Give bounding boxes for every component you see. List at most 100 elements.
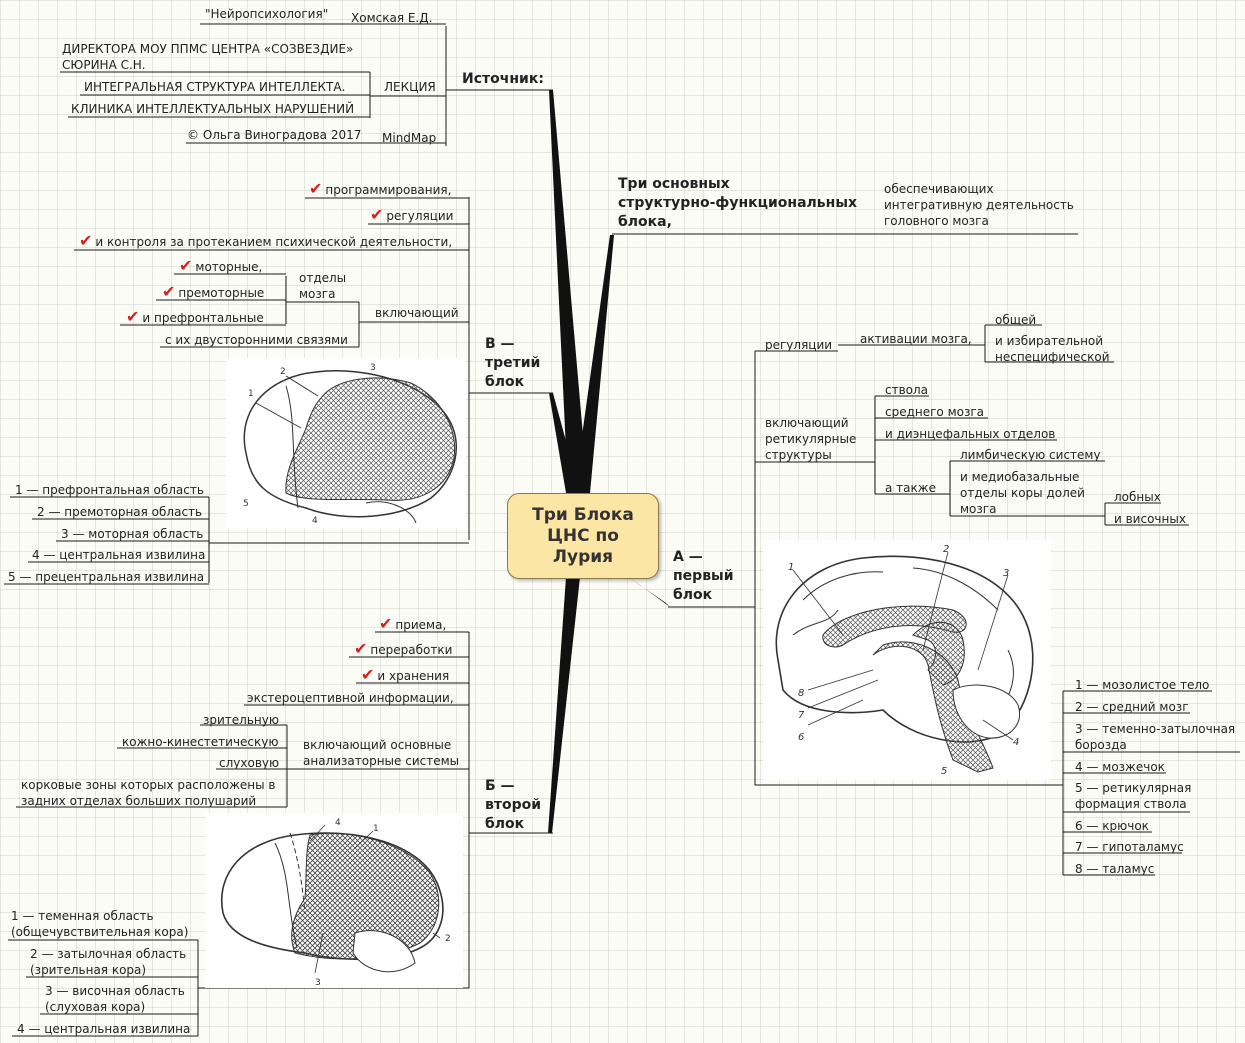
main-branches: [548, 90, 670, 833]
three-blocks-desc-line1[interactable]: обеспечивающих: [884, 182, 994, 196]
block-a-mediobasal-line1[interactable]: и медиобазальные: [960, 470, 1080, 484]
block-b-storage[interactable]: ✔и хранения: [361, 667, 449, 684]
check-icon: ✔: [354, 639, 368, 658]
block-c-premotor[interactable]: ✔премоторные: [162, 284, 264, 301]
block-c-regulation[interactable]: ✔регуляции: [370, 207, 453, 224]
block-b-reception[interactable]: ✔приема,: [379, 616, 446, 633]
block-c-prefrontal[interactable]: ✔и префронтальные: [126, 309, 264, 326]
check-icon: ✔: [370, 205, 384, 224]
block-a-mediobasal-line2: отделы коры долей: [960, 486, 1085, 500]
fig-number: 8: [798, 688, 804, 699]
block-b-legend-1[interactable]: 1 — теменная область: [11, 909, 154, 923]
source-clinic[interactable]: КЛИНИКА ИНТЕЛЛЕКТУАЛЬНЫХ НАРУШЕНИЙ: [71, 102, 355, 116]
source-homskaya[interactable]: Хомская Е.Д.: [351, 11, 433, 25]
block-b-title-line1[interactable]: Б —: [485, 778, 515, 794]
fig-number: 4: [1013, 737, 1019, 748]
block-a-selective-line1[interactable]: и избирательной: [995, 334, 1104, 348]
block-a-mediobasal-line3: мозга: [960, 502, 997, 516]
block-a-legend-1[interactable]: 1 — мозолистое тело: [1075, 678, 1210, 692]
block-a-general[interactable]: общей: [995, 313, 1037, 327]
central-topic-line: ЦНС по: [547, 525, 619, 546]
block-b-legend-3[interactable]: 3 — височная область: [45, 984, 185, 998]
block-a-midbrain[interactable]: среднего мозга: [885, 405, 985, 419]
source-lecture[interactable]: ЛЕКЦИЯ: [384, 80, 436, 94]
block-c-motor[interactable]: ✔моторные,: [179, 258, 262, 275]
block-c-programming[interactable]: ✔программирования,: [309, 181, 451, 198]
block-a-legend-3b: борозда: [1075, 738, 1127, 752]
source-mindmap[interactable]: MindMap: [382, 131, 437, 145]
source-director-line1[interactable]: ДИРЕКТОРА МОУ ППМС ЦЕНТРА «СОЗВЕЗДИЕ»: [62, 42, 354, 56]
block-a-including-line1[interactable]: включающий: [765, 416, 849, 430]
block-c-legend-4[interactable]: 4 — центральная извилина: [32, 548, 206, 562]
block-c-legend-1[interactable]: 1 — префронтальная область: [15, 483, 204, 497]
source-neuropsychology[interactable]: "Нейропсихология": [205, 7, 329, 21]
fig-number: 7: [798, 710, 805, 721]
block-c-premotor-label: премоторные: [178, 286, 265, 300]
fig-number: 5: [941, 766, 947, 777]
check-icon: ✔: [126, 307, 140, 326]
block-b-skin[interactable]: кожно-кинестетическую: [122, 735, 279, 749]
block-c-legend-5[interactable]: 5 — прецентральная извилина: [8, 570, 205, 584]
block-a-stem[interactable]: ствола: [885, 383, 929, 397]
block-b-extero[interactable]: экстероцептивной информации,: [247, 691, 454, 705]
block-c-legend-3[interactable]: 3 — моторная область: [61, 527, 204, 541]
block-a-legend-4[interactable]: 4 — мозжечок: [1075, 760, 1165, 774]
block-a-regulation[interactable]: регуляции: [765, 338, 833, 352]
fig-number: 3: [315, 978, 321, 988]
block-a-legend-6[interactable]: 6 — крючок: [1075, 819, 1149, 833]
block-b-visual[interactable]: зрительную: [203, 713, 279, 727]
block-b-legend-2[interactable]: 2 — затылочная область: [30, 947, 187, 961]
block-c-title-line2: третий: [485, 355, 541, 371]
fig-number: 4: [335, 818, 341, 828]
block-a-limbic[interactable]: лимбическую систему: [960, 448, 1101, 462]
block-a-legend-2[interactable]: 2 — средний мозг: [1075, 700, 1189, 714]
block-c-control[interactable]: ✔и контроля за протеканием психической д…: [79, 233, 452, 250]
block-a-legend-5[interactable]: 5 — ретикулярная: [1075, 781, 1192, 795]
block-c-departments-line1[interactable]: отделы: [299, 271, 347, 285]
block-a-including-line3: структуры: [765, 448, 832, 462]
block-c-including[interactable]: включающий: [375, 306, 459, 320]
block-a-legend-5b: формация ствола: [1075, 797, 1187, 811]
fig-number: 6: [798, 732, 804, 743]
source-copyright[interactable]: © Ольга Виноградова 2017: [187, 128, 362, 142]
three-blocks-title-line1[interactable]: Три основных: [618, 176, 730, 192]
block-a-frontal[interactable]: лобных: [1114, 490, 1161, 504]
block-b-processing-label: переработки: [370, 643, 453, 657]
block-a-selective-line2: неспецифической: [995, 350, 1110, 364]
fig-number: 2: [280, 367, 286, 377]
block-b-auditory[interactable]: слуховую: [219, 756, 280, 770]
block-a-also[interactable]: а также: [885, 481, 936, 495]
check-icon: ✔: [179, 256, 193, 275]
fig-number: 1: [788, 562, 794, 573]
block-c-legend-2[interactable]: 2 — премоторная область: [37, 505, 203, 519]
three-blocks-title-line3: блока,: [618, 214, 672, 230]
block-b-processing[interactable]: ✔переработки: [354, 641, 452, 658]
posterior-brain-image: 1 2 3 4: [205, 813, 463, 988]
block-a-temporal[interactable]: и височных: [1114, 512, 1186, 526]
block-b-cortical-line1[interactable]: корковые зоны которых расположены в: [21, 778, 276, 792]
block-b-legend-2b: (зрительная кора): [30, 963, 147, 977]
block-c-regulation-label: регуляции: [386, 209, 454, 223]
fig-number: 5: [243, 499, 249, 509]
check-icon: ✔: [309, 179, 323, 198]
block-a-diencephalic[interactable]: и диэнцефальных отделов: [885, 427, 1056, 441]
block-a-legend-7[interactable]: 7 — гипоталамус: [1075, 840, 1184, 854]
block-a-legend-8[interactable]: 8 — таламус: [1075, 862, 1155, 876]
block-b-legend-4[interactable]: 4 — центральная извилина: [17, 1022, 191, 1036]
block-c-title-line1[interactable]: В —: [485, 336, 515, 352]
source-topic[interactable]: Источник:: [462, 71, 544, 87]
block-b-storage-label: и хранения: [377, 669, 450, 683]
brain-sagittal-drawing: 1 2 3 4 5 6 7 8: [775, 544, 1034, 777]
block-a-legend-3[interactable]: 3 — теменно-затылочная: [1075, 722, 1236, 736]
central-topic[interactable]: Три Блока ЦНС по Лурия: [507, 493, 659, 579]
block-b-including-line1[interactable]: включающий основные: [303, 738, 452, 752]
block-c-connections[interactable]: с их двусторонними связями: [165, 333, 348, 347]
block-b-reception-label: приема,: [395, 618, 447, 632]
check-icon: ✔: [379, 614, 393, 633]
block-a-activation[interactable]: активации мозга,: [860, 332, 972, 346]
block-a-title-line1[interactable]: А —: [673, 549, 703, 565]
fig-number: 2: [943, 544, 949, 555]
source-integral[interactable]: ИНТЕГРАЛЬНАЯ СТРУКТУРА ИНТЕЛЛЕКТА.: [84, 80, 346, 94]
